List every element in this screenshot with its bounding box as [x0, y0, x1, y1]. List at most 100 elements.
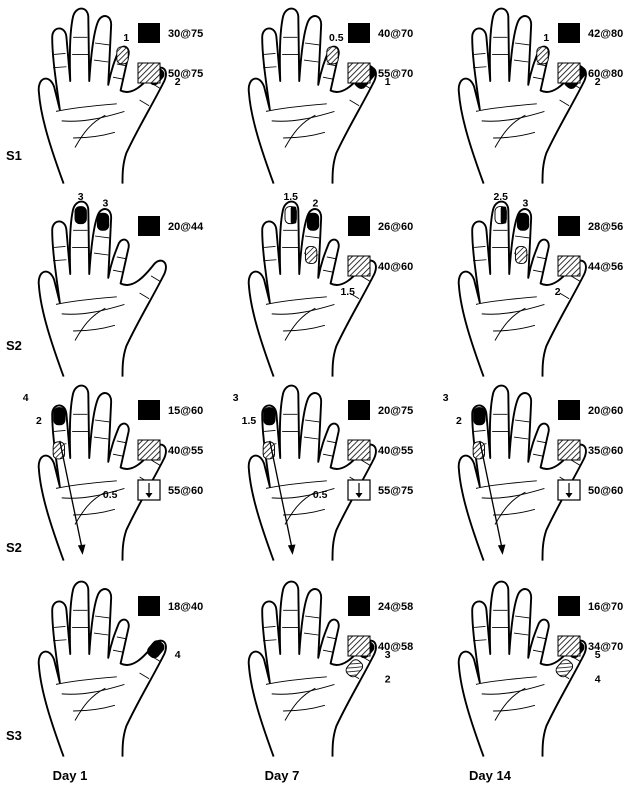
hand-panel: 3320@44 [39, 192, 204, 377]
legend-swatch-hatched [558, 63, 580, 83]
region-number: 1.5 [283, 192, 298, 203]
solid-region [97, 213, 108, 230]
legend-label: 26@60 [378, 221, 413, 233]
legend-swatch-solid [558, 23, 580, 43]
legend-item: 35@60 [558, 440, 623, 460]
legend-label: 30@75 [168, 28, 203, 40]
solid-region [307, 213, 318, 230]
legend: 16@70 34@70 [558, 596, 623, 656]
legend-label: 35@60 [588, 445, 623, 457]
region-number: 0.5 [313, 490, 328, 501]
legend-item: 20@44 [138, 216, 204, 236]
hand-panel: 1230@7550@75 [39, 9, 204, 184]
hand-panel: 5416@7034@70 [459, 582, 624, 757]
legend-label: 55@70 [378, 68, 413, 80]
region-number: 1 [123, 33, 129, 44]
legend-swatch-solid [558, 400, 580, 420]
region-number: 3 [78, 192, 84, 203]
legend-label: 20@75 [378, 405, 413, 417]
legend-label: 50@75 [168, 68, 203, 80]
legend: 20@44 [138, 216, 204, 236]
legend-item: 55@70 [348, 63, 413, 83]
legend-item: 60@80 [558, 63, 623, 83]
region-number: 3 [522, 199, 528, 210]
column-label: Day 1 [53, 768, 88, 783]
legend-item: 40@70 [348, 23, 413, 43]
hand-panel: 3224@5840@58 [249, 582, 414, 757]
solid-region [75, 207, 86, 224]
legend-item: 18@40 [138, 596, 203, 616]
row-label: S2 [6, 338, 22, 353]
region-number: 4 [595, 675, 601, 686]
region-number: 2 [36, 416, 42, 427]
region-number: 3 [443, 393, 449, 404]
solid-region [517, 213, 528, 230]
legend-label: 15@60 [168, 405, 203, 417]
legend-label: 28@56 [588, 221, 623, 233]
row-label: S1 [6, 148, 22, 163]
hatched-region [305, 246, 316, 263]
legend-item: 20@60 [558, 400, 623, 420]
hand-panel: 0.5140@7055@70 [249, 9, 414, 184]
legend-label: 40@58 [378, 641, 413, 653]
legend-swatch-solid [138, 216, 160, 236]
solid-region [474, 408, 485, 425]
legend: 20@60 35@60 50@60 [558, 400, 623, 500]
legend-item: 40@58 [348, 636, 413, 656]
legend-swatch-hatched [348, 440, 370, 460]
legend-item: 26@60 [348, 216, 413, 236]
region-number: 1 [543, 33, 549, 44]
legend-label: 16@70 [588, 601, 623, 613]
region-number: 2.5 [493, 192, 508, 203]
column-label: Day 7 [265, 768, 300, 783]
legend-swatch-solid [138, 596, 160, 616]
hatched-region [117, 47, 128, 64]
hand-panel: 4 18@40 [39, 582, 204, 757]
legend-label: 20@44 [168, 221, 204, 233]
legend-label: 50@60 [588, 485, 623, 497]
legend-item: 20@75 [348, 400, 413, 420]
legend-swatch-solid [348, 400, 370, 420]
region-number: 2 [312, 199, 318, 210]
region-number: 0.5 [103, 490, 118, 501]
hand-panel: 1242@8060@80 [459, 9, 624, 184]
legend-item: 55@60 [138, 480, 203, 500]
legend-swatch-solid [558, 216, 580, 236]
partial-region-fill [501, 207, 507, 224]
legend-swatch-hatched [558, 256, 580, 276]
legend-swatch-solid [348, 596, 370, 616]
hatched-region [515, 246, 526, 263]
legend-label: 18@40 [168, 601, 203, 613]
legend-swatch-hatched [138, 440, 160, 460]
legend-swatch-hatched [138, 63, 160, 83]
legend: 15@60 40@55 55@60 [138, 400, 203, 500]
legend-label: 55@75 [378, 485, 413, 497]
legend-item: 15@60 [138, 400, 203, 420]
legend-swatch-solid [348, 216, 370, 236]
legend-swatch-solid [558, 596, 580, 616]
legend-label: 44@56 [588, 261, 623, 273]
legend-item: 44@56 [558, 256, 623, 276]
legend-swatch-hatched [558, 636, 580, 656]
region-number: 2 [456, 416, 462, 427]
legend-item: 55@75 [348, 480, 413, 500]
legend-label: 40@55 [378, 445, 413, 457]
partial-region-fill [291, 207, 297, 224]
legend: 26@60 40@60 [348, 216, 413, 276]
legend-item: 34@70 [558, 636, 623, 656]
row-label: S2 [6, 540, 22, 555]
legend-item: 40@55 [138, 440, 203, 460]
region-number: 2 [555, 287, 561, 298]
region-number: 4 [175, 650, 181, 661]
legend-item: 40@60 [348, 256, 413, 276]
hatched-region [327, 47, 338, 64]
legend-label: 40@60 [378, 261, 413, 273]
legend-label: 40@70 [378, 28, 413, 40]
hatched-region [537, 47, 548, 64]
hand-panel: 2.5 3 2 28@56 44@56 [459, 192, 624, 377]
legend-swatch-solid [348, 23, 370, 43]
